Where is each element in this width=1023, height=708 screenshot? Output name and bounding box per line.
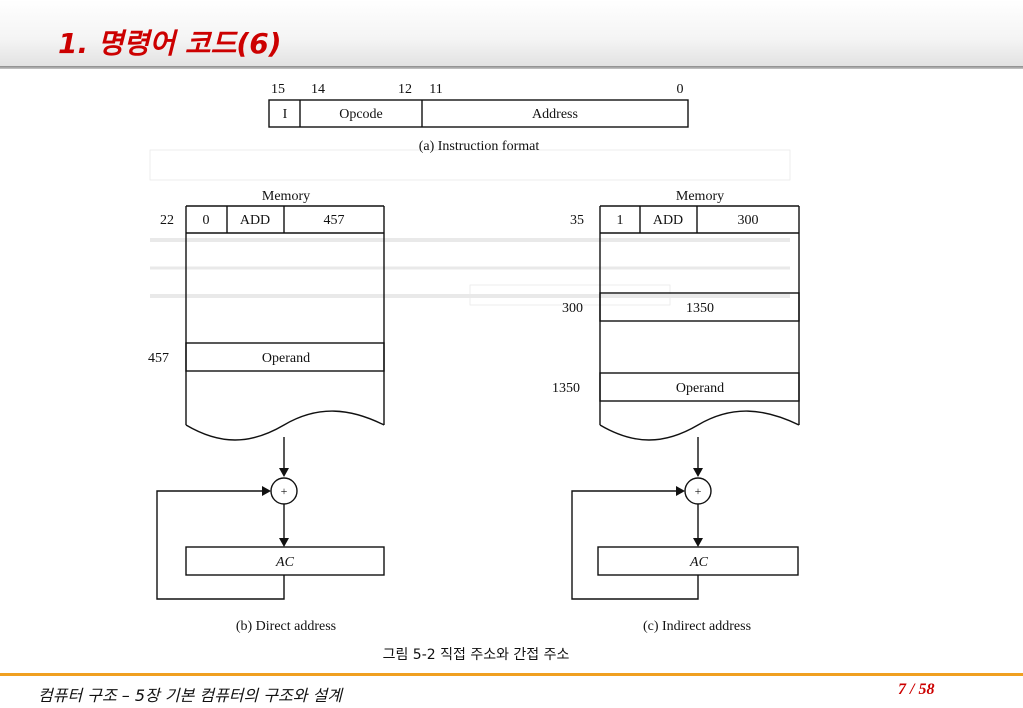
indirect-address-diagram: Memory <box>571 189 800 600</box>
direct-ac-label: AC <box>275 555 295 570</box>
indirect-instr-address: 35 <box>570 213 584 228</box>
indirect-address-labels: 35 1 ADD 300 300 1350 1350 Operand + AC … <box>552 213 759 634</box>
field-address: Address <box>532 107 578 122</box>
indirect-field-opcode: ADD <box>653 213 683 228</box>
indirect-pointer-value: 1350 <box>686 301 714 316</box>
direct-memory-wavy-bottom <box>185 410 385 441</box>
direct-instr-address: 22 <box>160 213 174 228</box>
direct-operand-cell <box>185 342 385 372</box>
caption-direct-address: (b) Direct address <box>236 619 336 634</box>
bit-label: 11 <box>429 82 442 97</box>
footer-course-title: 컴퓨터 구조 – 5장 기본 컴퓨터의 구조와 설계 <box>38 686 343 705</box>
direct-address-labels: 22 0 ADD 457 457 Operand + AC (b) Direct… <box>148 213 345 634</box>
slide-header <box>0 0 1023 66</box>
header-divider <box>0 66 1023 69</box>
page-number: 7 / 58 <box>898 681 935 698</box>
field-opcode: Opcode <box>339 107 383 122</box>
caption-instruction-format: (a) Instruction format <box>419 139 540 154</box>
indirect-pointer-address: 300 <box>562 301 583 316</box>
bit-label: 12 <box>398 82 412 97</box>
indirect-field-i: 1 <box>617 213 624 228</box>
instruction-box <box>268 99 689 128</box>
indirect-pointer-cell <box>599 292 800 322</box>
indirect-operand-address: 1350 <box>552 381 580 396</box>
direct-ac-register <box>185 546 385 576</box>
direct-field-opcode: ADD <box>240 213 270 228</box>
bit-label: 14 <box>311 82 325 97</box>
direct-operand-label: Operand <box>262 351 310 366</box>
indirect-operand-cell <box>599 372 800 402</box>
bit-label: 15 <box>271 82 285 97</box>
direct-operand-address: 457 <box>148 351 169 366</box>
caption-indirect-address: (c) Indirect address <box>643 619 751 634</box>
footer-divider <box>0 673 1023 676</box>
direct-address-diagram: Memory <box>156 189 385 600</box>
indirect-adder-symbol: + <box>695 484 702 498</box>
indirect-ac-label: AC <box>689 555 709 570</box>
scan-artifacts <box>149 149 791 306</box>
figure-caption: 그림 5-2 직접 주소와 간접 주소 <box>383 647 570 663</box>
slide-title: 1. 명령어 코드(6) <box>58 27 282 60</box>
direct-adder-symbol: + <box>281 484 288 498</box>
direct-field-i: 0 <box>203 213 210 228</box>
instruction-format: 15 14 12 11 0 I Opcode Address (a) Instr… <box>268 82 689 154</box>
direct-memory-label: Memory <box>262 189 310 204</box>
indirect-operand-label: Operand <box>676 381 724 396</box>
indirect-memory-wavy-bottom <box>599 410 800 441</box>
bit-label: 0 <box>677 82 684 97</box>
indirect-memory-label: Memory <box>676 189 724 204</box>
indirect-field-address: 300 <box>738 213 759 228</box>
field-i: I <box>283 107 288 122</box>
direct-field-address: 457 <box>324 213 345 228</box>
